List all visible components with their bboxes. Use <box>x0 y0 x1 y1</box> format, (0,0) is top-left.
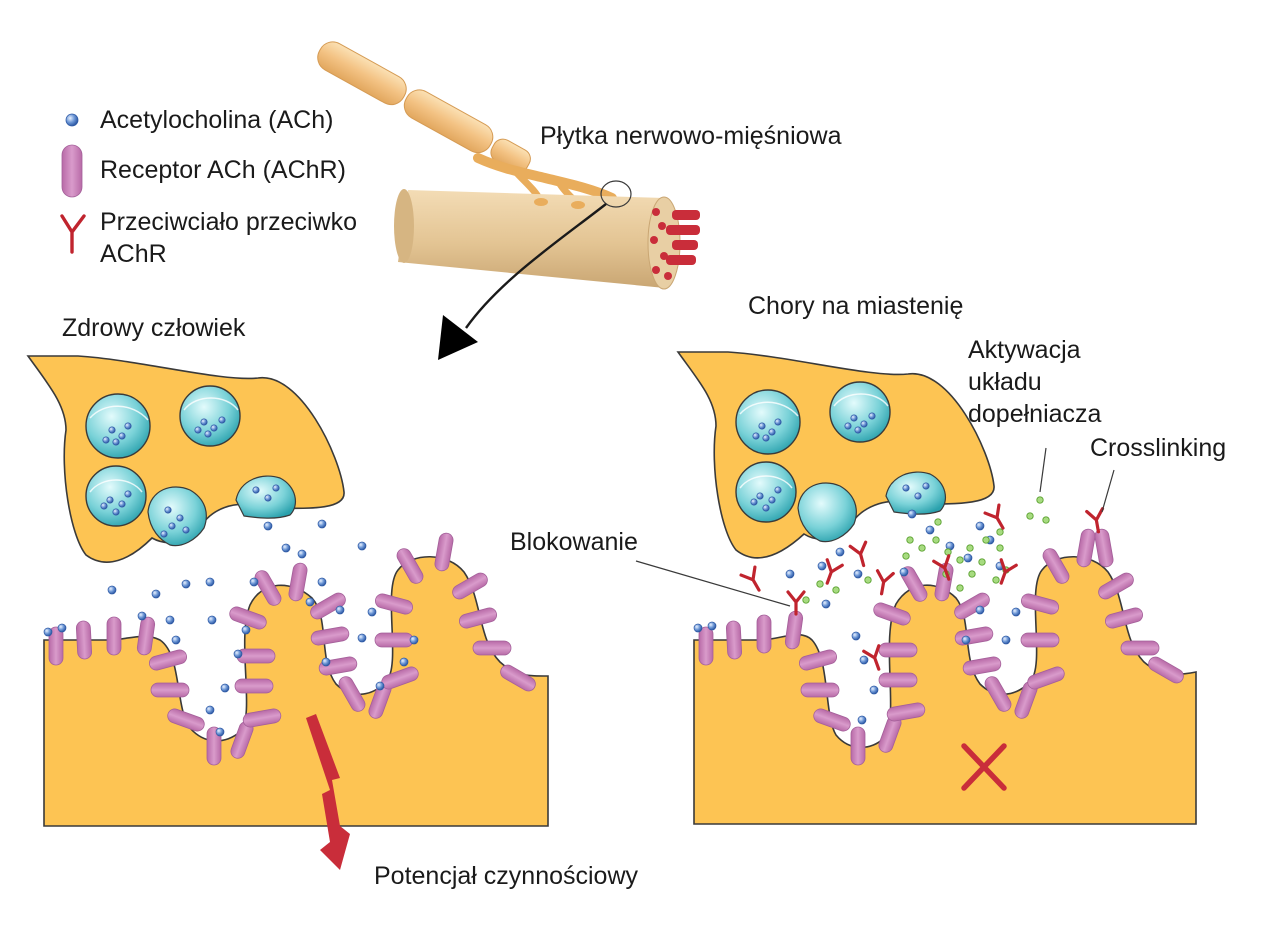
synaptic-vesicles-sick <box>735 381 891 523</box>
nerve-muscle-illustration <box>317 41 700 360</box>
nmj-label: Płytka nerwowo-mięśniowa <box>540 122 842 150</box>
crosslinking-label: Crosslinking <box>1090 434 1226 462</box>
healthy-panel <box>26 355 549 870</box>
ach-molecules-sick <box>693 412 1021 725</box>
arrow-head-icon <box>438 315 478 360</box>
ach-molecules-healthy <box>43 416 419 737</box>
ach-molecule-icon <box>65 113 79 127</box>
lightning-icon <box>306 714 350 870</box>
legend-antibody-label-line1: Przeciwciało przeciwko <box>100 208 357 236</box>
complement-label-line3: dopełniacza <box>968 400 1102 428</box>
legend-antibody-label-line2: AChR <box>100 240 167 268</box>
antibody-icon <box>60 214 86 254</box>
sick-title: Chory na miastenię <box>748 292 963 320</box>
x-mark-icon <box>961 743 1007 791</box>
blocking-label: Blokowanie <box>510 528 638 556</box>
sick-panel <box>635 351 1197 825</box>
healthy-title: Zdrowy człowiek <box>62 314 246 342</box>
legend-ach-label: Acetylocholina (ACh) <box>100 106 333 134</box>
complement-molecules <box>802 496 1050 604</box>
legend-achr-label: Receptor ACh (AChR) <box>100 156 346 184</box>
complement-label-line1: Aktywacja <box>968 336 1081 364</box>
legend: Acetylocholina (ACh) Receptor ACh (AChR)… <box>60 106 357 268</box>
action-potential-label: Potencjał czynnościowy <box>374 862 639 890</box>
receptor-icon <box>61 144 83 198</box>
complement-label-line2: układu <box>968 368 1042 396</box>
